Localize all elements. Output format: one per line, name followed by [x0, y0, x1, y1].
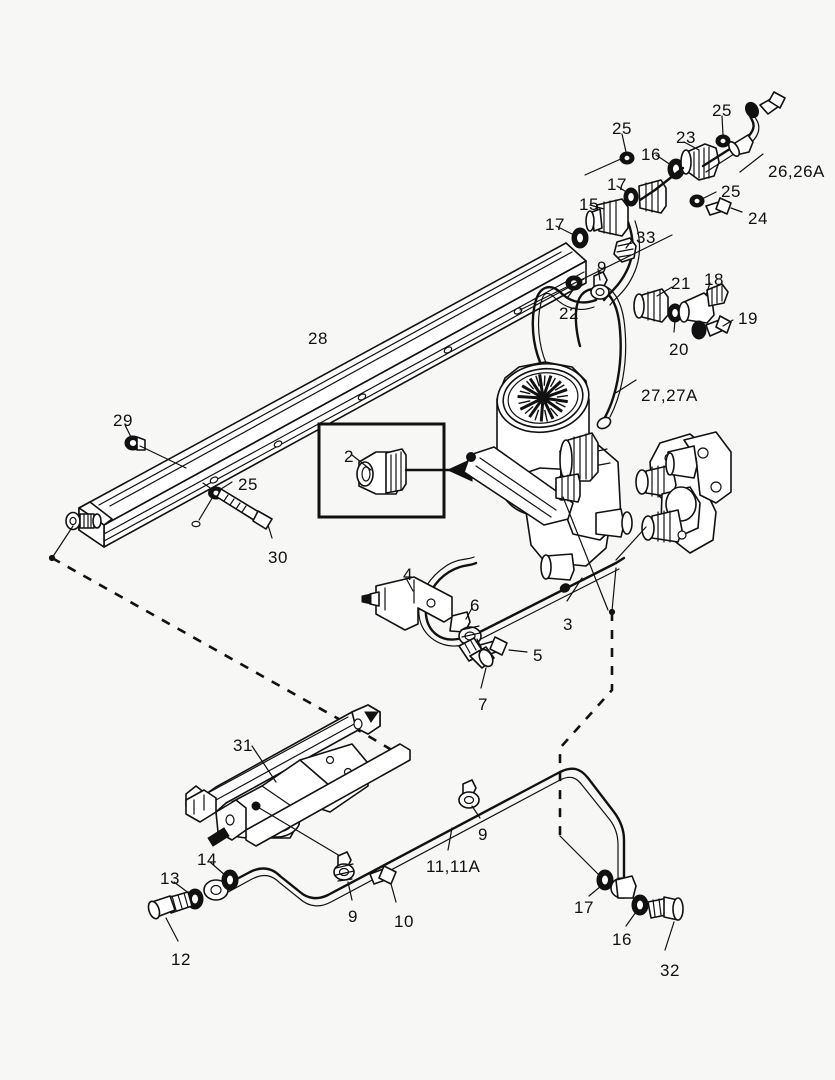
- callout-25-washer-upper-right: 25: [712, 101, 732, 120]
- pump-inlet-fitting: [555, 473, 581, 503]
- part-29-grommet: [124, 435, 146, 451]
- tube-23-to-cluster: [638, 166, 685, 202]
- part-25-washer-upper-left: [619, 151, 635, 165]
- callout-6-clamp: 6: [470, 596, 480, 615]
- part-23-fitting: [680, 143, 720, 181]
- part-16-washer-lower: [631, 894, 649, 916]
- part-9-clamp-lower-left: [333, 851, 355, 882]
- callout-17-washer-left: 17: [545, 215, 565, 234]
- part-16-washer-upper: [667, 158, 685, 180]
- bolt-topright: [759, 91, 786, 115]
- callout-19-bolt: 19: [738, 309, 758, 328]
- part-2-connector: [356, 448, 407, 495]
- callout-32-banjo-bolt: 32: [660, 961, 680, 980]
- part-25-washer-mid-upper: [715, 134, 731, 148]
- pump-reservoir-cap: [502, 367, 584, 429]
- callout-26-26a-tube: 26,26A: [768, 162, 825, 181]
- callout-17-washer-lower: 17: [574, 898, 594, 917]
- fitting-upper-center: [638, 179, 667, 214]
- part-14-washer: [221, 869, 239, 891]
- callout-13-washer: 13: [160, 869, 180, 888]
- part-3-tube: [468, 556, 626, 644]
- assembly-dashed-path-left: [48, 525, 354, 729]
- hose-upper-center: [602, 220, 641, 306]
- cooler-left-outlet: [65, 511, 102, 531]
- callout-7-bolt: 7: [478, 695, 488, 714]
- callout-27-27a-hose: 27,27A: [641, 386, 698, 405]
- part-4-bracket: [361, 576, 453, 631]
- tube-11-banjo-end-right: [610, 875, 637, 899]
- callout-30-bolt: 30: [268, 548, 288, 567]
- hose-22-to-pump: [531, 285, 598, 364]
- part-32-banjo-bolt: [647, 896, 684, 921]
- callout-25-washer-upper-left: 25: [612, 119, 632, 138]
- part-31-mounting-bracket: [185, 704, 411, 847]
- part-25-washer-topright: [745, 101, 759, 119]
- part-pump-assembly: [463, 361, 633, 581]
- callout-14-washer: 14: [197, 850, 217, 869]
- part-30-bolt: [216, 488, 273, 530]
- callout-9-clamp-lower-left: 9: [348, 907, 358, 926]
- callout-23-fitting: 23: [676, 128, 696, 147]
- callout-33-clip: 33: [636, 228, 656, 247]
- callout-21-fitting: 21: [671, 274, 691, 293]
- tube-11-banjo-end: [203, 879, 229, 901]
- pump-valve-stack: [559, 432, 599, 482]
- callout-18-connector: 18: [704, 270, 724, 289]
- part-25-washer-lower-right: [689, 194, 705, 208]
- callout-22-washer: 22: [559, 304, 579, 323]
- part-15-valve: [585, 198, 629, 237]
- callout-4-bracket: 4: [403, 565, 413, 584]
- callout-24-bolt: 24: [748, 209, 768, 228]
- part-12-banjo-bolt: [147, 891, 193, 920]
- callout-15-valve: 15: [579, 195, 599, 214]
- callout-10-bolt: 10: [394, 912, 414, 931]
- callout-20-washer: 20: [669, 340, 689, 359]
- callout-5-bolt: 5: [533, 646, 543, 665]
- callout-12-banjo-bolt: 12: [171, 950, 191, 969]
- callout-31-mounting-bracket: 31: [233, 736, 253, 755]
- callout-29-grommet: 29: [113, 411, 133, 430]
- part-24-bolt: [705, 197, 732, 216]
- callout-16-washer-lower: 16: [612, 930, 632, 949]
- assembly-dashed-path-right: [558, 608, 616, 836]
- callout-11-11a-tube: 11,11A: [426, 857, 481, 876]
- part-18-connector: [678, 283, 729, 324]
- part-19-bolt: [691, 315, 732, 340]
- part-7-bolt: [458, 637, 495, 669]
- callout-9-clamp-lower-right: 9: [478, 825, 488, 844]
- part-11-11a-tube: [214, 767, 626, 907]
- callout-3-tube: 3: [563, 615, 573, 634]
- part-17-washer-lower: [596, 869, 614, 891]
- callout-25-washer-cooler: 25: [238, 475, 258, 494]
- part-21-fitting: [633, 288, 669, 323]
- part-26-26a-tube: [701, 110, 760, 173]
- callout-2-connector: 2: [344, 447, 354, 466]
- part-17-washer-left: [571, 227, 589, 249]
- part-9-clamp-lower-right: [458, 779, 480, 809]
- callout-25-washer-lower-right: 25: [721, 182, 741, 201]
- callout-9-clamp-upper: 9: [597, 258, 607, 277]
- pump-ports: [540, 508, 633, 581]
- callout-28-oil-cooler: 28: [308, 329, 328, 348]
- part-28-oil-cooler: [65, 242, 587, 548]
- part-6-clamp: [449, 611, 482, 646]
- callout-17-washer-upper: 17: [607, 175, 627, 194]
- callout-16-washer-upper: 16: [641, 145, 661, 164]
- part-control-valve-block: [635, 431, 732, 554]
